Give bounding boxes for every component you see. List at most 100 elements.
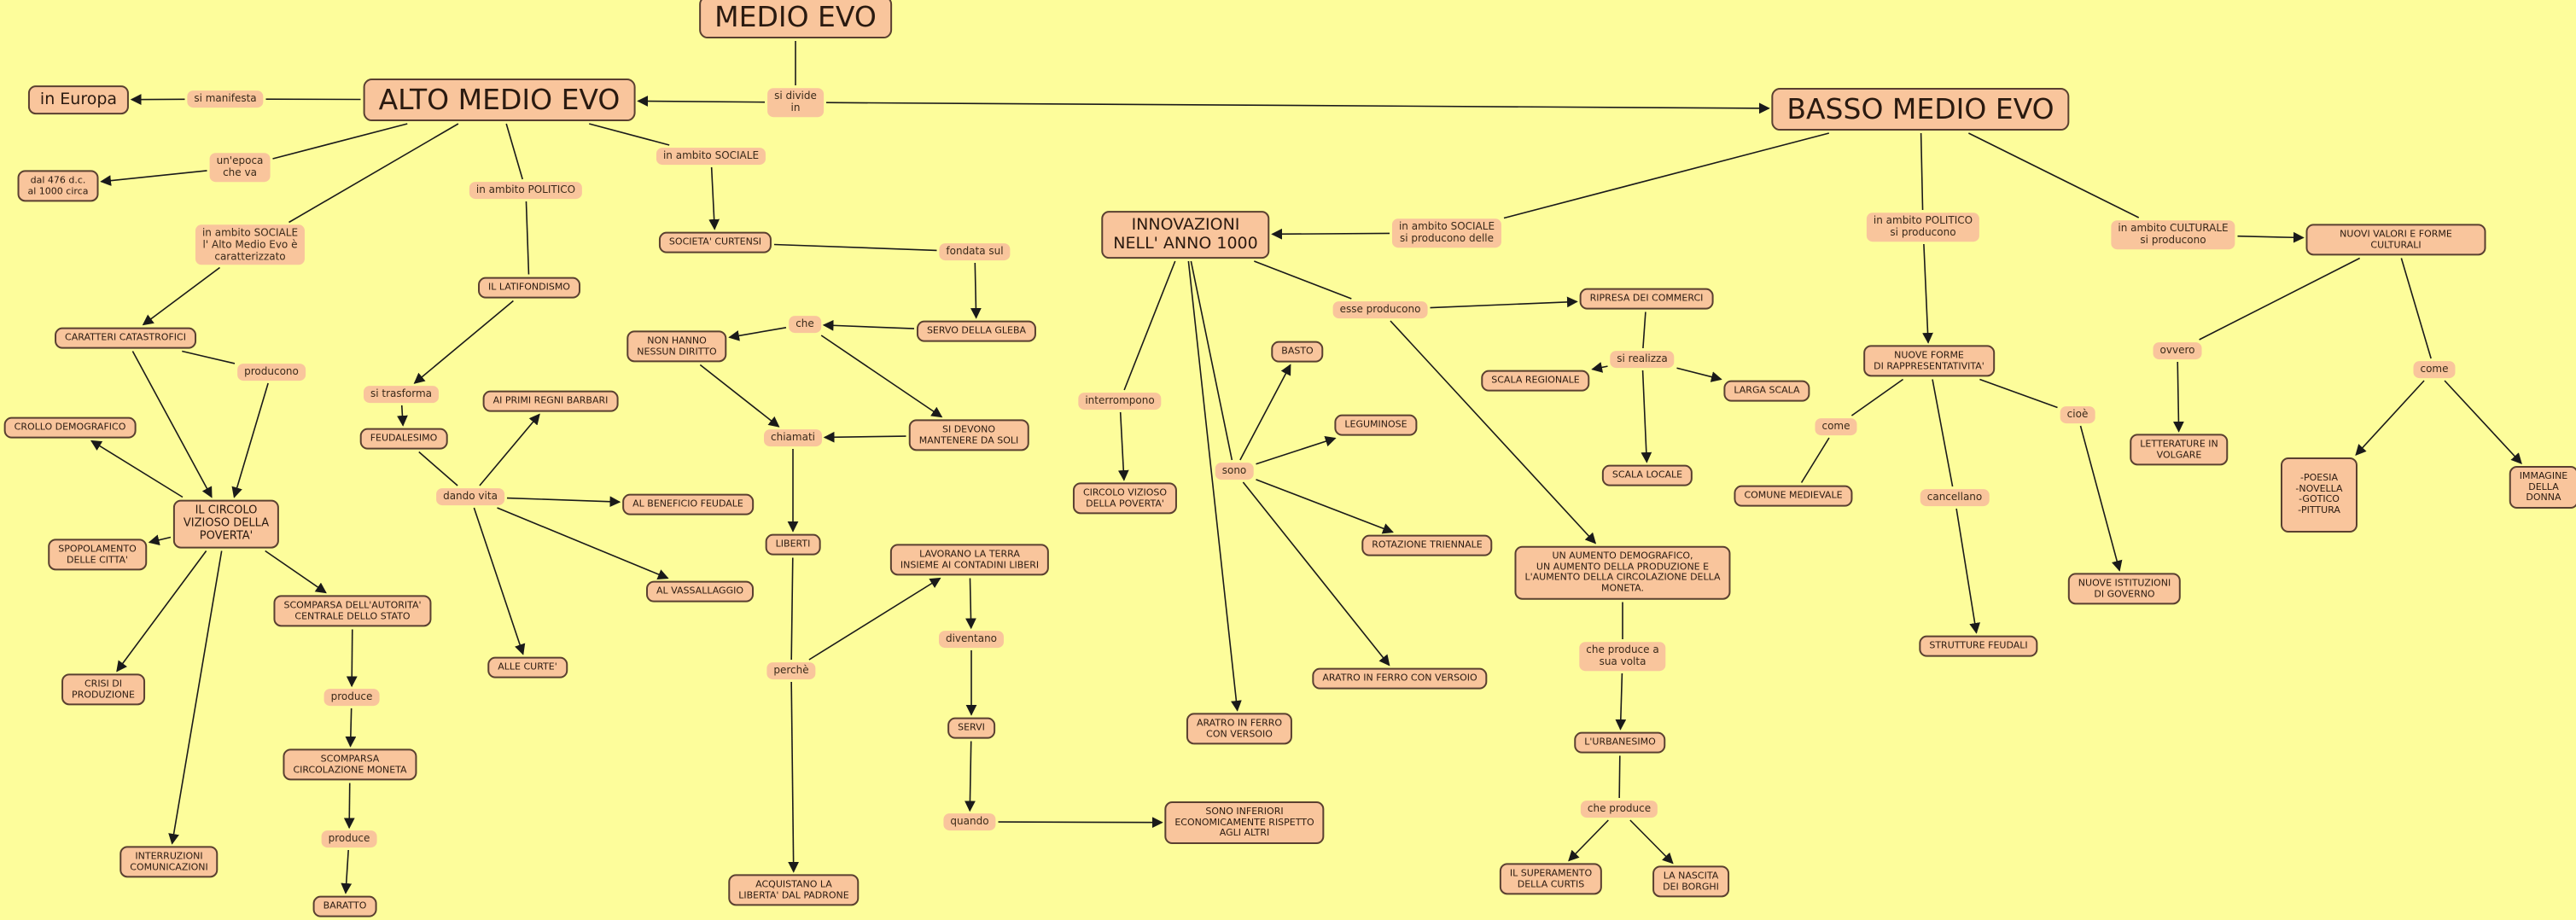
edge-dandovita-vassallaggio	[497, 507, 669, 580]
concept-poesia: -POESIA -NOVELLA -GOTICO -PITTURA	[2281, 457, 2357, 533]
link-phrase-perche: perchè	[766, 662, 816, 679]
concept-superamento: IL SUPERAMENTO DELLA CURTIS	[1499, 863, 1603, 895]
concept-letterature: LETTERATURE IN VOLGARE	[2130, 434, 2229, 466]
concept-regionale: SCALA REGIONALE	[1481, 370, 1590, 392]
concept-dal476: dal 476 d.c. al 1000 circa	[17, 170, 99, 202]
link-phrase-che1: che	[789, 316, 821, 333]
edge-sono-aratro1	[1242, 481, 1390, 667]
edge-cheproduce2-superamento	[1568, 819, 1609, 862]
link-phrase-cioe: cioè	[2060, 406, 2095, 423]
edge-alto-sociale2	[589, 123, 670, 146]
concept-beneficio: AL BENEFICIO FEUDALE	[622, 493, 754, 515]
edge-alto-sociale1	[288, 123, 459, 224]
edge-alto-epoca	[272, 123, 408, 160]
edge-nuoveforme-cancellano	[1932, 379, 1954, 487]
link-phrase-sociale3: in ambito SOCIALE si producono delle	[1391, 218, 1502, 247]
concept-aumento: UN AUMENTO DEMOGRAFICO, UN AUMENTO DELLA…	[1514, 545, 1731, 600]
edge-circolo1-scomparsa_aut	[265, 550, 327, 594]
concept-rotazione: ROTAZIONE TRIENNALE	[1361, 534, 1493, 556]
concept-leguminose: LEGUMINOSE	[1334, 414, 1418, 436]
concept-baratto: BARATTO	[312, 895, 377, 917]
edge-basso-culturale	[1968, 132, 2140, 218]
edge-interrompono-circolo2	[1117, 411, 1129, 481]
concept-crollo: CROLLO DEMOGRAFICO	[3, 416, 137, 439]
link-phrase-sociale1: in ambito SOCIALE l' Alto Medio Evo è ca…	[195, 224, 306, 265]
link-phrase-sono: sono	[1215, 463, 1254, 480]
edge-innovazioni-interrompono	[1123, 260, 1176, 391]
link-phrase-diventano: diventano	[938, 631, 1005, 648]
link-phrase-ovvero: ovvero	[2153, 342, 2202, 359]
edge-catastrofici-circolo1	[131, 351, 213, 498]
edge-ripresa-sirealizza	[1642, 312, 1646, 349]
edge-produce1-scomparsa_mon	[345, 707, 357, 748]
edge-liberti-perche	[790, 557, 794, 661]
link-phrase-cheproduce: che produce a sua volta	[1579, 642, 1666, 671]
edge-sirealizza-larga	[1676, 367, 1722, 382]
concept-istituzioni: NUOVE ISTITUZIONI DI GOVERNO	[2067, 573, 2182, 605]
edge-curtensi-fondata	[773, 243, 937, 252]
link-phrase-quando: quando	[943, 813, 996, 830]
edge-esse-ripresa	[1430, 296, 1578, 309]
edge-nonhanno-chiamati	[699, 364, 780, 428]
edge-politico2-nuoveforme	[1922, 243, 1933, 344]
link-phrase-esse: esse producono	[1332, 301, 1428, 318]
concept-catastrofici: CARATTERI CATASTROFICI	[55, 327, 196, 349]
link-phrase-produce1: produce	[323, 689, 380, 706]
edge-scomparsa_mon-produce2	[343, 783, 355, 830]
concept-scomparsa-mon: SCOMPARSA CIRCOLAZIONE MONETA	[283, 748, 417, 781]
edge-alto-politico1	[505, 123, 523, 180]
concept-innovazioni: INNOVAZIONI NELL' ANNO 1000	[1101, 211, 1270, 259]
edge-valori-ovvero	[2199, 257, 2361, 341]
link-phrase-chiamati: chiamati	[764, 429, 822, 446]
edge-basso-sociale3	[1503, 132, 1830, 219]
concept-curtei: ALLE CURTE'	[487, 656, 568, 678]
concept-lavorano: LAVORANO LA TERRA INSIEME AI CONTADINI L…	[889, 544, 1050, 576]
concept-spopolamento: SPOPOLAMENTO DELLE CITTA'	[48, 539, 147, 571]
edge-che1-nonhanno	[728, 327, 787, 341]
edge-sirealizza-regionale	[1591, 362, 1608, 373]
link-phrase-come2: come	[2413, 361, 2456, 378]
edge-servo-che1	[822, 319, 915, 331]
link-phrase-sociale2: in ambito SOCIALE	[656, 148, 766, 165]
concept-aratro1: ARATRO IN FERRO CON VERSOIO	[1312, 667, 1488, 690]
edge-valori-come2	[2400, 258, 2432, 359]
concept-inferiori: SONO INFERIORI ECONOMICAMENTE RISPETTO A…	[1164, 801, 1325, 844]
edge-produce2-baratto	[341, 849, 353, 894]
edge-nuoveforme-come1	[1850, 378, 1904, 416]
edge-sociale3-innovazioni	[1271, 228, 1390, 240]
edge-fondata-servo	[970, 262, 982, 319]
edge-sociale1-catastrofici	[142, 266, 220, 326]
concept-basso: BASSO MEDIO EVO	[1771, 88, 2070, 131]
link-phrase-fondata: fondata sul	[939, 243, 1011, 260]
concept-nonhanno: NON HANNO NESSUN DIRITTO	[627, 330, 727, 363]
edge-urbanesimo-cheproduce2	[1618, 755, 1621, 799]
link-phrase-cancellano: cancellano	[1920, 489, 1990, 506]
link-phrase-epoca: un'epoca che va	[209, 153, 271, 182]
link-phrase-culturale: in ambito CULTURALE si producono	[2111, 220, 2235, 249]
edge-perche-acquistano	[788, 681, 800, 873]
concept-acquistano: ACQUISTANO LA LIBERTA' DAL PADRONE	[728, 874, 860, 906]
edge-dandovita-regni	[479, 413, 540, 486]
edge-culturale-valori	[2237, 231, 2305, 243]
edge-innovazioni-esse	[1254, 260, 1352, 300]
link-phrase-si-manifesta: si manifesta	[187, 90, 264, 108]
edge-sociale2-curtensi	[708, 166, 720, 230]
concept-comune: COMUNE MEDIEVALE	[1734, 485, 1853, 507]
concept-crisi: CRISI DI PRODUZIONE	[61, 673, 145, 706]
concept-feudalesimo: FEUDALESIMO	[359, 428, 448, 450]
edge-latifondismo-trasforma	[413, 300, 514, 384]
link-phrase-produce2: produce	[321, 830, 377, 847]
edge-come2-poesia	[2355, 380, 2425, 456]
concept-ripresa: RIPRESA DEI COMMERCI	[1579, 288, 1714, 310]
edge-feudalesimo-dandovita	[418, 451, 458, 486]
concept-urbanesimo: L'URBANESIMO	[1574, 731, 1666, 754]
link-phrase-come1: come	[1815, 418, 1857, 435]
concept-scomparsa-aut: SCOMPARSA DELL'AUTORITA' CENTRALE DELLO …	[273, 595, 432, 627]
link-phrase-sirealizza: si realizza	[1610, 351, 1675, 368]
concept-vassallaggio: AL VASSALLAGGIO	[646, 580, 754, 603]
edge-perche-lavorano	[808, 577, 941, 661]
edge-circolo1-interruzioni	[168, 550, 223, 845]
edge-circolo1-crollo	[90, 440, 184, 498]
